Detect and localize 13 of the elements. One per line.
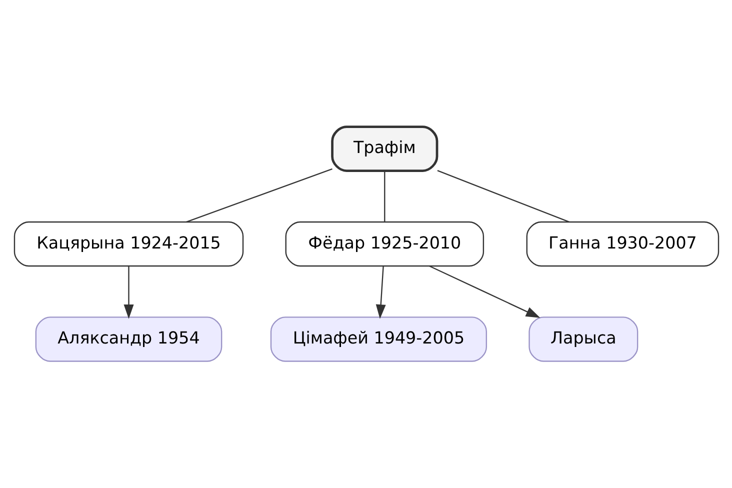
node-box: Аляксандр 1954 — [34, 316, 222, 362]
arrow — [123, 266, 134, 319]
connector — [186, 168, 332, 222]
arrow — [375, 266, 386, 319]
connector — [384, 171, 385, 222]
connector — [436, 170, 569, 222]
node-box: Трафім — [330, 126, 438, 172]
node-box: Кацярына 1924-2015 — [13, 221, 244, 267]
arrow — [428, 265, 540, 318]
node-box: Ларыса — [528, 316, 638, 362]
node-box: Ганна 1930-2007 — [526, 221, 719, 267]
node-box: Фёдар 1925-2010 — [284, 221, 484, 267]
node-box: Цімафей 1949-2005 — [270, 316, 487, 362]
